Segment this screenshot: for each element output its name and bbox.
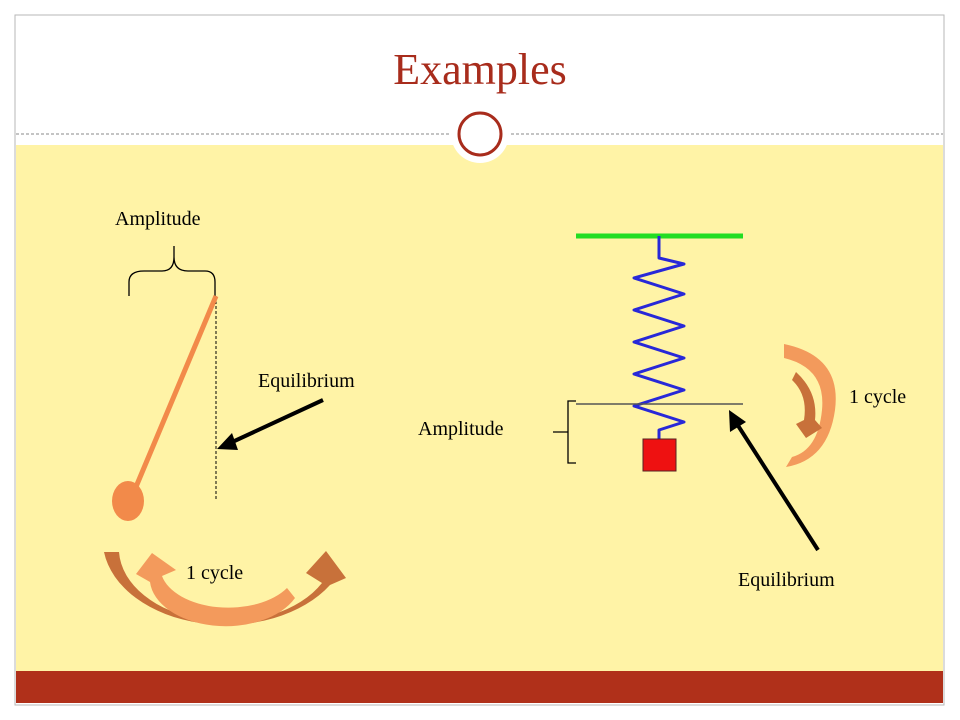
spring-cycle-arrow-inner (792, 372, 822, 438)
spring-cycle-arrow-outer (784, 344, 836, 467)
spring-equilibrium-label: Equilibrium (738, 569, 835, 591)
spring-mass (642, 438, 677, 472)
footer-bar (16, 671, 943, 703)
pendulum-amplitude-brace (128, 246, 216, 296)
pendulum-cycle-label: 1 cycle (186, 562, 244, 584)
spring-cycle-label: 1 cycle (849, 386, 907, 408)
pendulum-equilibrium-arrow (227, 398, 324, 446)
slide-title: Examples (393, 45, 567, 94)
pendulum-amplitude-label: Amplitude (115, 208, 201, 230)
spring-equilibrium-arrowhead (729, 410, 746, 432)
pendulum-equilibrium-label: Equilibrium (258, 370, 355, 392)
pendulum-rod (130, 295, 219, 495)
pendulum-equilibrium-arrowhead (217, 433, 238, 450)
spring-coil (632, 236, 686, 442)
spring-equilibrium-arrow (735, 422, 820, 552)
divider-ornament-ring (457, 111, 503, 157)
pendulum-cycle-arrow-outer (104, 551, 346, 625)
pendulum-cycle-arrow-inner (136, 553, 295, 627)
spring-amplitude-label: Amplitude (418, 418, 504, 440)
spring-amplitude-brace (553, 400, 576, 464)
pendulum-bob (112, 481, 144, 521)
